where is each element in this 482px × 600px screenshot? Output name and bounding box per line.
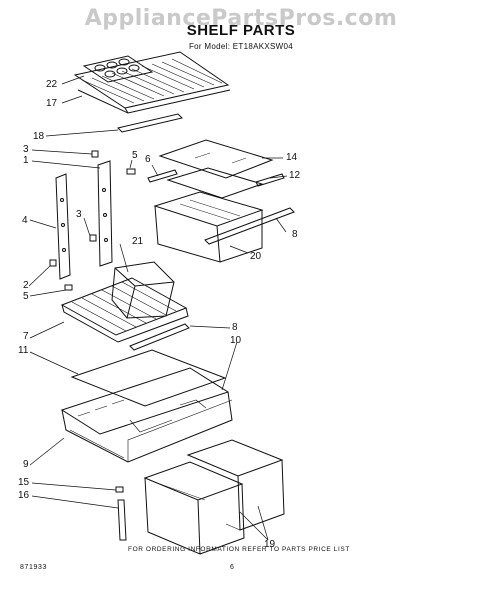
shelf-ladder-right (97, 160, 113, 267)
crisper-drawer-right (186, 439, 285, 531)
callout-21: 21 (132, 236, 144, 247)
shelf-side-rails (147, 169, 285, 187)
callout-12: 12 (289, 170, 301, 181)
watermark: AppliancePartsPros.com (84, 6, 398, 31)
callout-1: 1 (23, 155, 29, 166)
shelf-front-trim (117, 113, 183, 133)
callout-3-upper: 3 (23, 144, 29, 155)
callout-9: 9 (23, 459, 29, 470)
callout-6: 6 (145, 154, 151, 165)
callout-3-lower: 3 (76, 209, 82, 220)
meat-keeper-frame (166, 167, 264, 199)
shelf-support-clips (49, 150, 136, 291)
callout-14: 14 (286, 152, 298, 163)
callout-10: 10 (230, 335, 242, 346)
humidity-control (115, 486, 127, 541)
model-number: For Model: ET18AKXSW04 (189, 42, 293, 51)
callout-15: 15 (18, 477, 30, 488)
callout-17: 17 (46, 98, 58, 109)
wire-shelf-top (73, 51, 231, 114)
crisper-cover-frame (60, 367, 233, 463)
callout-5-lower: 5 (23, 291, 29, 302)
glass-shelf (158, 139, 274, 179)
crisper-drawer-left (143, 461, 245, 555)
callout-7: 7 (23, 331, 29, 342)
drawer-slide-rail (204, 207, 295, 245)
diagram-title: SHELF PARTS (186, 22, 296, 39)
callout-leaders (28, 75, 288, 541)
callout-11: 11 (18, 345, 29, 356)
page-number: 6 (230, 564, 235, 571)
callout-22: 22 (46, 79, 58, 90)
callout-2: 2 (23, 280, 29, 291)
shelf-ladder-left (55, 173, 71, 280)
callout-8-lower: 8 (232, 322, 238, 333)
lower-shelf-trim (129, 323, 190, 351)
callout-19: 19 (264, 539, 276, 550)
callout-4: 4 (22, 215, 28, 226)
callout-8-upper: 8 (292, 229, 298, 240)
callout-20: 20 (250, 251, 262, 262)
crisper-cover-glass (70, 349, 227, 407)
ordering-note: FOR ORDERING INFORMATION REFER TO PARTS … (128, 546, 350, 553)
callout-16: 16 (18, 490, 30, 501)
wire-shelf-lower (60, 277, 189, 343)
callout-18: 18 (33, 131, 45, 142)
egg-tray (82, 55, 154, 83)
meat-keeper-drawer (153, 191, 264, 263)
callout-5-upper: 5 (132, 150, 138, 161)
diagram-code: 871933 (20, 564, 47, 571)
